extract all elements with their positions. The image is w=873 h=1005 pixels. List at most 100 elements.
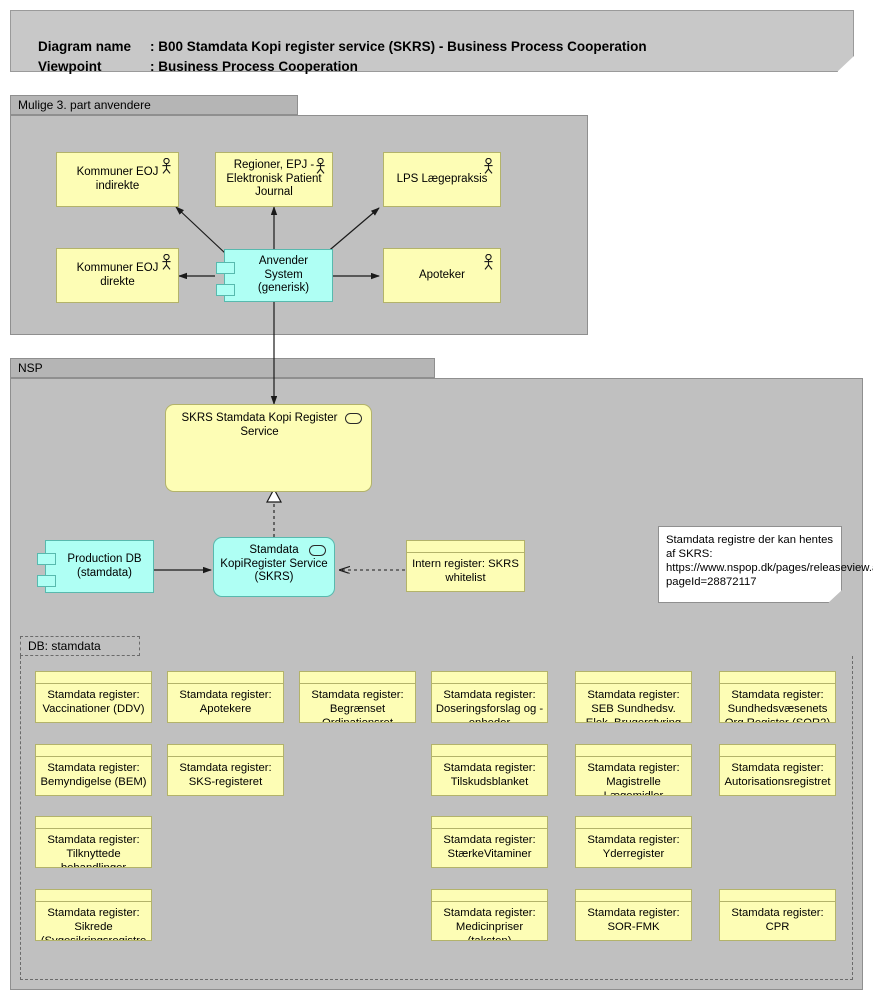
register-card[interactable]: Stamdata register: Doseringsforslag og -… [431, 671, 548, 723]
register-header-strip [720, 890, 835, 902]
node-kommuner-eoj-indirekte[interactable]: Kommuner EOJ indirekte [56, 152, 179, 207]
actor-icon [162, 158, 171, 174]
register-header-strip [432, 817, 547, 829]
group-db-stamdata-body [20, 656, 853, 980]
register-header-strip [432, 890, 547, 902]
node-label: Intern register: SKRS whitelist [412, 558, 519, 584]
register-label: Stamdata register: SOR-FMK [587, 907, 680, 933]
register-body: Stamdata register: SEB Sundhedsv. Elek. … [576, 685, 691, 722]
register-header-strip [407, 541, 524, 553]
register-card[interactable]: Stamdata register: Sundhedsvæsenets Org … [719, 671, 836, 723]
register-body: Stamdata register: Bemyndigelse (BEM) [36, 758, 151, 795]
diagram-title-banner: Diagram name: B00 Stamdata Kopi register… [10, 10, 854, 74]
register-header-strip [36, 672, 151, 684]
component-tab-icon [37, 553, 56, 565]
viewpoint-key: Viewpoint [38, 59, 102, 74]
register-body: Stamdata register: SKS-registeret [168, 758, 283, 795]
actor-icon [484, 254, 493, 270]
register-card[interactable]: Stamdata register: Begrænset Ordinations… [299, 671, 416, 723]
register-label: Stamdata register: StærkeVitaminer [443, 834, 536, 860]
register-body: Stamdata register: SOR-FMK [576, 903, 691, 940]
register-label: Stamdata register: Magistrelle Lægemidle… [587, 762, 680, 796]
register-label: Stamdata register: SEB Sundhedsv. Elek. … [585, 689, 682, 723]
register-body: Stamdata register: Medicinpriser (takste… [432, 903, 547, 940]
register-card[interactable]: Stamdata register: Autorisationsregistre… [719, 744, 836, 796]
register-header-strip [168, 745, 283, 757]
node-lps-laegepraksis[interactable]: LPS Lægepraksis [383, 152, 501, 207]
register-card[interactable]: Stamdata register: SKS-registeret [167, 744, 284, 796]
register-card[interactable]: Stamdata register: Medicinpriser (takste… [431, 889, 548, 941]
node-skrs-stamdata-kopi-register-service[interactable]: SKRS Stamdata Kopi Register Service [165, 404, 372, 492]
node-kommuner-eoj-direkte[interactable]: Kommuner EOJ direkte [56, 248, 179, 303]
register-label: Stamdata register: Tilknyttede behandlin… [47, 834, 140, 868]
node-label: Regioner, EPJ - Elektronisk Patient Jour… [226, 159, 322, 199]
register-body: Stamdata register: Tilskudsblanket [432, 758, 547, 795]
register-header-strip [36, 817, 151, 829]
register-card[interactable]: Stamdata register: SOR-FMK [575, 889, 692, 941]
register-body: Stamdata register: Autorisationsregistre… [720, 758, 835, 795]
register-card[interactable]: Stamdata register: Magistrelle Lægemidle… [575, 744, 692, 796]
register-card[interactable]: Stamdata register: Tilskudsblanket [431, 744, 548, 796]
diagram-name-line: Diagram name: B00 Stamdata Kopi register… [23, 24, 647, 69]
register-card[interactable]: Stamdata register: Vaccinationer (DDV) [35, 671, 152, 723]
register-body: Stamdata register: Begrænset Ordinations… [300, 685, 415, 722]
register-card[interactable]: Stamdata register: Yderregister [575, 816, 692, 868]
register-body: Stamdata register: Yderregister [576, 830, 691, 867]
node-intern-register-skrs-whitelist[interactable]: Intern register: SKRS whitelist [406, 540, 525, 592]
viewpoint-value: : Business Process Cooperation [150, 59, 358, 74]
register-label: Stamdata register: Apotekere [179, 689, 272, 715]
note-text: Stamdata registre der kan hentes af SKRS… [666, 534, 873, 588]
register-body: Stamdata register: Vaccinationer (DDV) [36, 685, 151, 722]
group-nsp-label: NSP [10, 358, 435, 378]
note-stamdata-registre-link: Stamdata registre der kan hentes af SKRS… [658, 526, 873, 603]
actor-icon [162, 254, 171, 270]
node-label: Apoteker [418, 268, 466, 281]
group-third-party-label: Mulige 3. part anvendere [10, 95, 298, 115]
register-header-strip [168, 672, 283, 684]
node-regioner-epj[interactable]: Regioner, EPJ - Elektronisk Patient Jour… [215, 152, 333, 207]
register-header-strip [576, 890, 691, 902]
register-header-strip [36, 745, 151, 757]
register-card[interactable]: Stamdata register: SEB Sundhedsv. Elek. … [575, 671, 692, 723]
component-tab-icon [37, 575, 56, 587]
component-tab-icon [216, 262, 235, 274]
register-body: Stamdata register: Tilknyttede behandlin… [36, 830, 151, 867]
register-body: Stamdata register: Magistrelle Lægemidle… [576, 758, 691, 795]
register-header-strip [432, 745, 547, 757]
register-card[interactable]: Stamdata register: CPR [719, 889, 836, 941]
node-stamdata-kopiregister-service[interactable]: Stamdata KopiRegister Service (SKRS) [213, 537, 335, 597]
register-label: Stamdata register: Bemyndigelse (BEM) [40, 762, 147, 788]
register-header-strip [720, 745, 835, 757]
node-label: Anvender System (generisk) [257, 255, 310, 295]
register-header-strip [300, 672, 415, 684]
node-apoteker[interactable]: Apoteker [383, 248, 501, 303]
viewpoint-line: Viewpoint : Business Process Cooperation [23, 44, 358, 89]
register-card[interactable]: Stamdata register: Sikrede (Sygesikrings… [35, 889, 152, 941]
register-body: Stamdata register: Sundhedsvæsenets Org … [720, 685, 835, 722]
register-label: Stamdata register: CPR [731, 907, 824, 933]
node-anvender-system[interactable]: Anvender System (generisk) [216, 249, 333, 302]
note-fold-corner [828, 590, 842, 603]
register-body: Stamdata register: StærkeVitaminer [432, 830, 547, 867]
register-card[interactable]: Stamdata register: Apotekere [167, 671, 284, 723]
register-label: Stamdata register: Medicinpriser (takste… [443, 907, 536, 941]
component-tab-icon [216, 284, 235, 296]
register-card[interactable]: Stamdata register: StærkeVitaminer [431, 816, 548, 868]
register-label: Stamdata register: Sikrede (Sygesikrings… [40, 907, 147, 941]
register-label: Stamdata register: Begrænset Ordinations… [311, 689, 404, 723]
diagram-name-key: Diagram name [38, 39, 132, 54]
node-production-db[interactable]: Production DB (stamdata) [37, 540, 154, 593]
register-label: Stamdata register: Tilskudsblanket [443, 762, 536, 788]
node-label: LPS Lægepraksis [396, 172, 488, 185]
register-body: Stamdata register: Sikrede (Sygesikrings… [36, 903, 151, 940]
register-card[interactable]: Stamdata register: Bemyndigelse (BEM) [35, 744, 152, 796]
node-label: Kommuner EOJ direkte [76, 262, 159, 288]
register-header-strip [576, 672, 691, 684]
register-card[interactable]: Stamdata register: Tilknyttede behandlin… [35, 816, 152, 868]
register-label: Stamdata register: Sundhedsvæsenets Org … [724, 689, 831, 723]
register-header-strip [36, 890, 151, 902]
register-label: Stamdata register: Autorisationsregistre… [724, 762, 831, 788]
register-body: Intern register: SKRS whitelist [407, 554, 524, 591]
register-label: Stamdata register: SKS-registeret [179, 762, 272, 788]
node-label: Kommuner EOJ indirekte [76, 166, 159, 192]
